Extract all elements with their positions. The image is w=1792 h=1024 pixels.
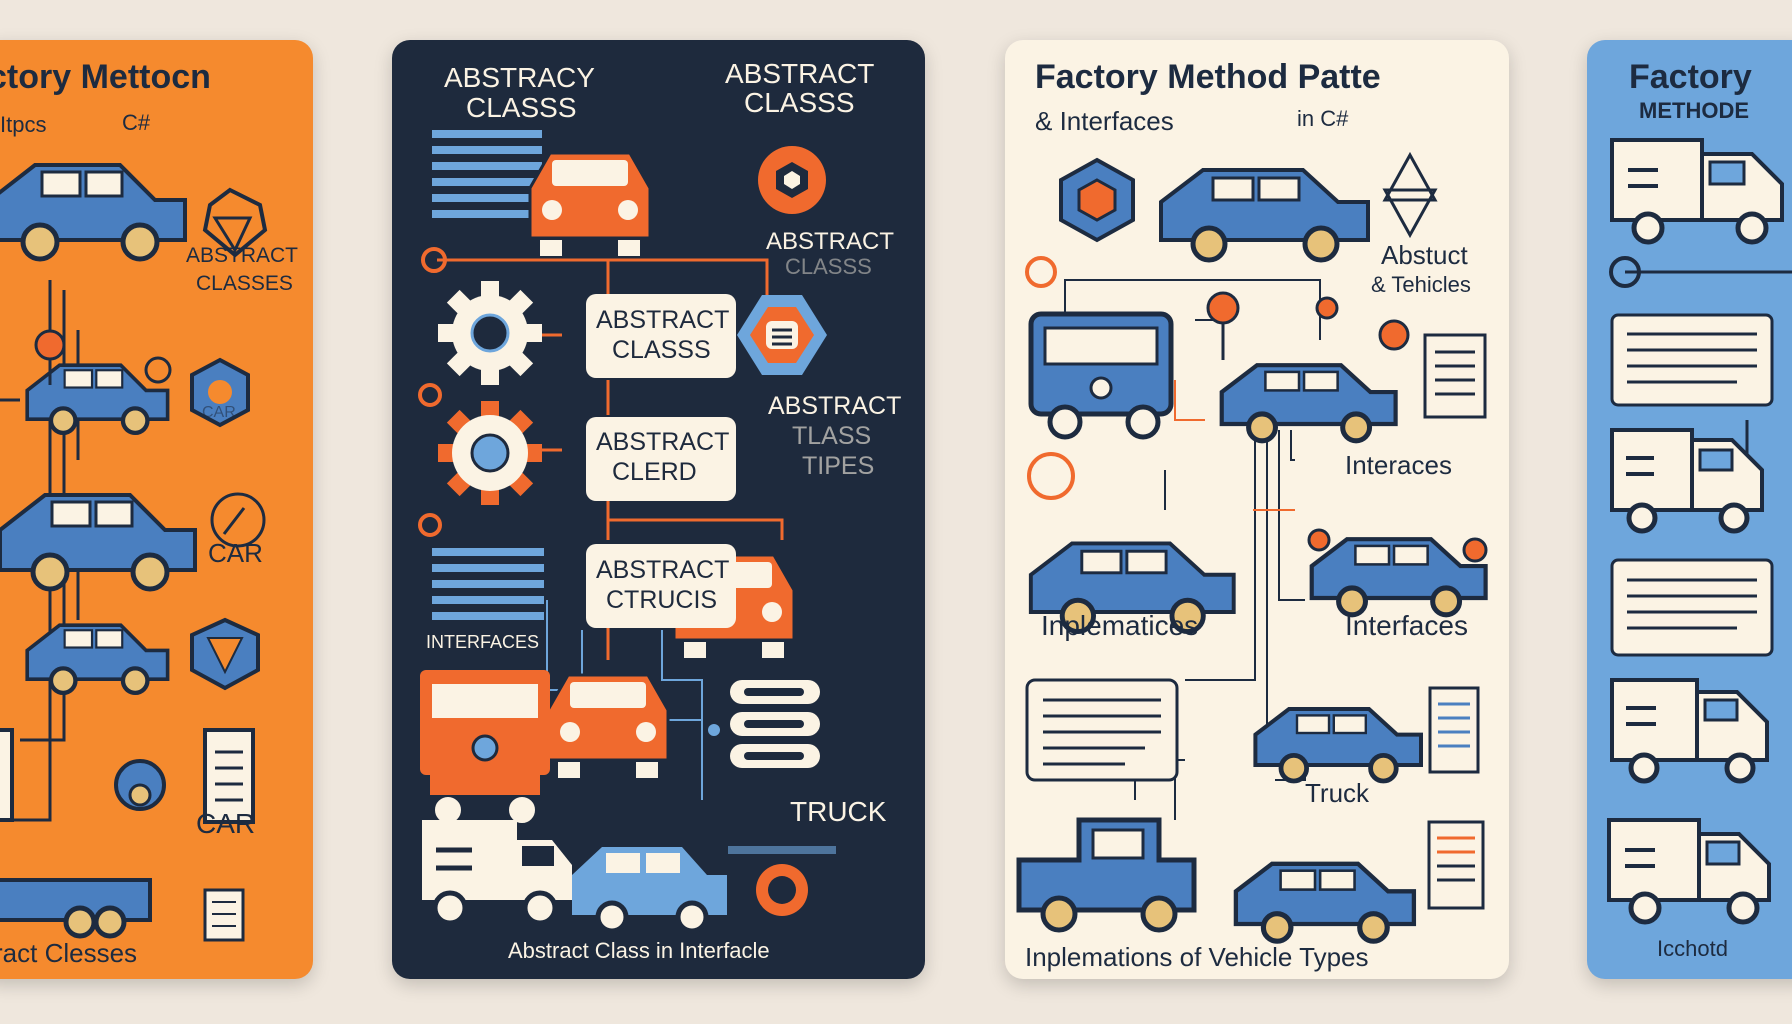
panel-orange-graphics — [0, 163, 268, 942]
truck-label: TRUCK — [790, 796, 887, 827]
panel-blue-title-line1: Factory — [1629, 58, 1752, 96]
panel-cream-graphics — [1016, 151, 1488, 944]
truck-icon — [1607, 818, 1771, 925]
panel-navy: ABSTRACY CLASSS ABSTRACT CLASSS ABSTRACT… — [392, 40, 925, 979]
label-car: CAR — [208, 538, 263, 568]
abstract-class-box — [586, 417, 736, 501]
car-icon — [1309, 537, 1488, 618]
car-icon — [1159, 168, 1370, 263]
pin-icon — [1206, 291, 1488, 563]
box1-line1: ABSTRACT — [596, 306, 730, 334]
car-icon — [1028, 541, 1236, 635]
hexagon-icon — [190, 357, 250, 428]
header-right-line1: ABSTRACT — [725, 58, 875, 89]
car-icon — [0, 493, 197, 592]
car-icon — [1253, 707, 1424, 784]
panel-cream: Factory Method Patte & Interfaces in C# … — [1005, 40, 1509, 979]
truck-icon — [1610, 428, 1764, 534]
truck-icon — [420, 670, 550, 827]
car-icon — [546, 673, 670, 778]
truck-icon — [1016, 817, 1197, 933]
interfaces-label: INTERFACES — [426, 632, 540, 652]
panel-blue: Factory METHODE Icchotd — [1587, 40, 1792, 979]
document-icon — [1423, 333, 1487, 419]
truck-icon — [1610, 678, 1769, 784]
gauge-icon — [210, 492, 266, 548]
star-icon — [1382, 151, 1438, 239]
server-stack-icon — [708, 680, 820, 768]
car-icon — [25, 363, 170, 436]
document-icon — [1427, 820, 1485, 910]
side-types-line2: TLASS — [792, 422, 872, 450]
box3-line2: CTRUCIS — [606, 586, 718, 614]
gear-icon — [758, 146, 826, 214]
panel-cream-subtitle-right: in C# — [1297, 106, 1349, 131]
label-abstuct: Abstuct — [1381, 240, 1468, 270]
side-types-line3: TIPES — [802, 452, 875, 480]
pin-icon — [34, 329, 172, 385]
gear-icon — [728, 846, 836, 916]
panel-orange-footer: ract Clesses — [0, 938, 138, 968]
document-icon — [203, 728, 255, 942]
panel-cream-title: Factory Method Patte — [1035, 58, 1381, 96]
panel-navy-graphics — [418, 130, 836, 934]
car-icon — [0, 163, 187, 262]
panel-orange-title: ctory Mettocn — [0, 58, 211, 96]
side-types-line1: ABSTRACT — [768, 392, 902, 420]
label-classes: CLASSES — [196, 272, 293, 295]
engine-icon — [0, 728, 166, 822]
gear-icon — [438, 401, 542, 505]
label-tehicles: & Tehicles — [1371, 272, 1471, 297]
panel-cream-footer: Inplemations of Vehicle Types — [1025, 942, 1369, 972]
abstract-class-box — [586, 544, 736, 628]
box2-line1: ABSTRACT — [596, 428, 730, 456]
box3-line1: ABSTRACT — [596, 556, 730, 584]
truck-icon — [422, 820, 572, 926]
label-inplematices: Inplematices — [1041, 610, 1199, 641]
stripes-icon — [432, 130, 542, 218]
truck-icon — [0, 878, 152, 939]
label-interfaces: Interfaces — [1345, 610, 1468, 641]
truck-icon — [1610, 138, 1784, 245]
abstract-class-box — [586, 294, 736, 378]
text-block-icon — [1025, 678, 1179, 782]
panel-orange-subtitle-left: Itpcs — [0, 112, 47, 137]
stripes-icon — [432, 548, 544, 620]
side-abstract-line1: ABSTRACT — [766, 228, 895, 255]
text-block-icon — [1610, 558, 1774, 657]
gear-icon — [438, 281, 542, 385]
header-left-line1: ABSTRACY — [444, 62, 595, 93]
car-icon — [1233, 861, 1417, 944]
label-abstract: ABSTRACT — [186, 244, 299, 267]
header-left-line2: CLASSS — [466, 92, 577, 123]
panel-navy-footer: Abstract Class in Interfacle — [508, 938, 770, 963]
box2-line2: CLERD — [612, 458, 697, 486]
document-icon — [1428, 686, 1480, 774]
car-icon — [1219, 363, 1398, 444]
bus-icon — [1028, 311, 1174, 440]
hexagon-icon — [190, 617, 260, 691]
label-truck: Truck — [1305, 778, 1370, 808]
car-icon — [25, 623, 170, 696]
panel-blue-footer: Icchotd — [1657, 936, 1728, 961]
hexagon-icon — [737, 295, 827, 375]
label-interaces: Interaces — [1345, 450, 1452, 480]
hexagon-icon — [202, 187, 268, 258]
label-car: CAR — [196, 808, 256, 839]
panel-blue-title-line2: METHODE — [1639, 98, 1749, 123]
panel-orange-subtitle-right: C# — [122, 110, 151, 135]
panel-blue-graphics — [1607, 138, 1792, 925]
car-icon — [572, 847, 727, 934]
panel-orange: ctory Mettocn Itpcs C# ABSTRACT CLASSES … — [0, 40, 313, 979]
hexagon-icon — [1059, 157, 1135, 243]
car-icon — [528, 151, 652, 256]
header-right-line2: CLASSS — [744, 87, 855, 118]
panel-cream-subtitle-left: & Interfaces — [1035, 106, 1174, 136]
label-car-faded: CAR — [202, 404, 236, 421]
text-block-icon — [1610, 313, 1774, 407]
side-abstract-line2: CLASSS — [785, 254, 872, 279]
box1-line2: CLASSS — [612, 336, 711, 364]
